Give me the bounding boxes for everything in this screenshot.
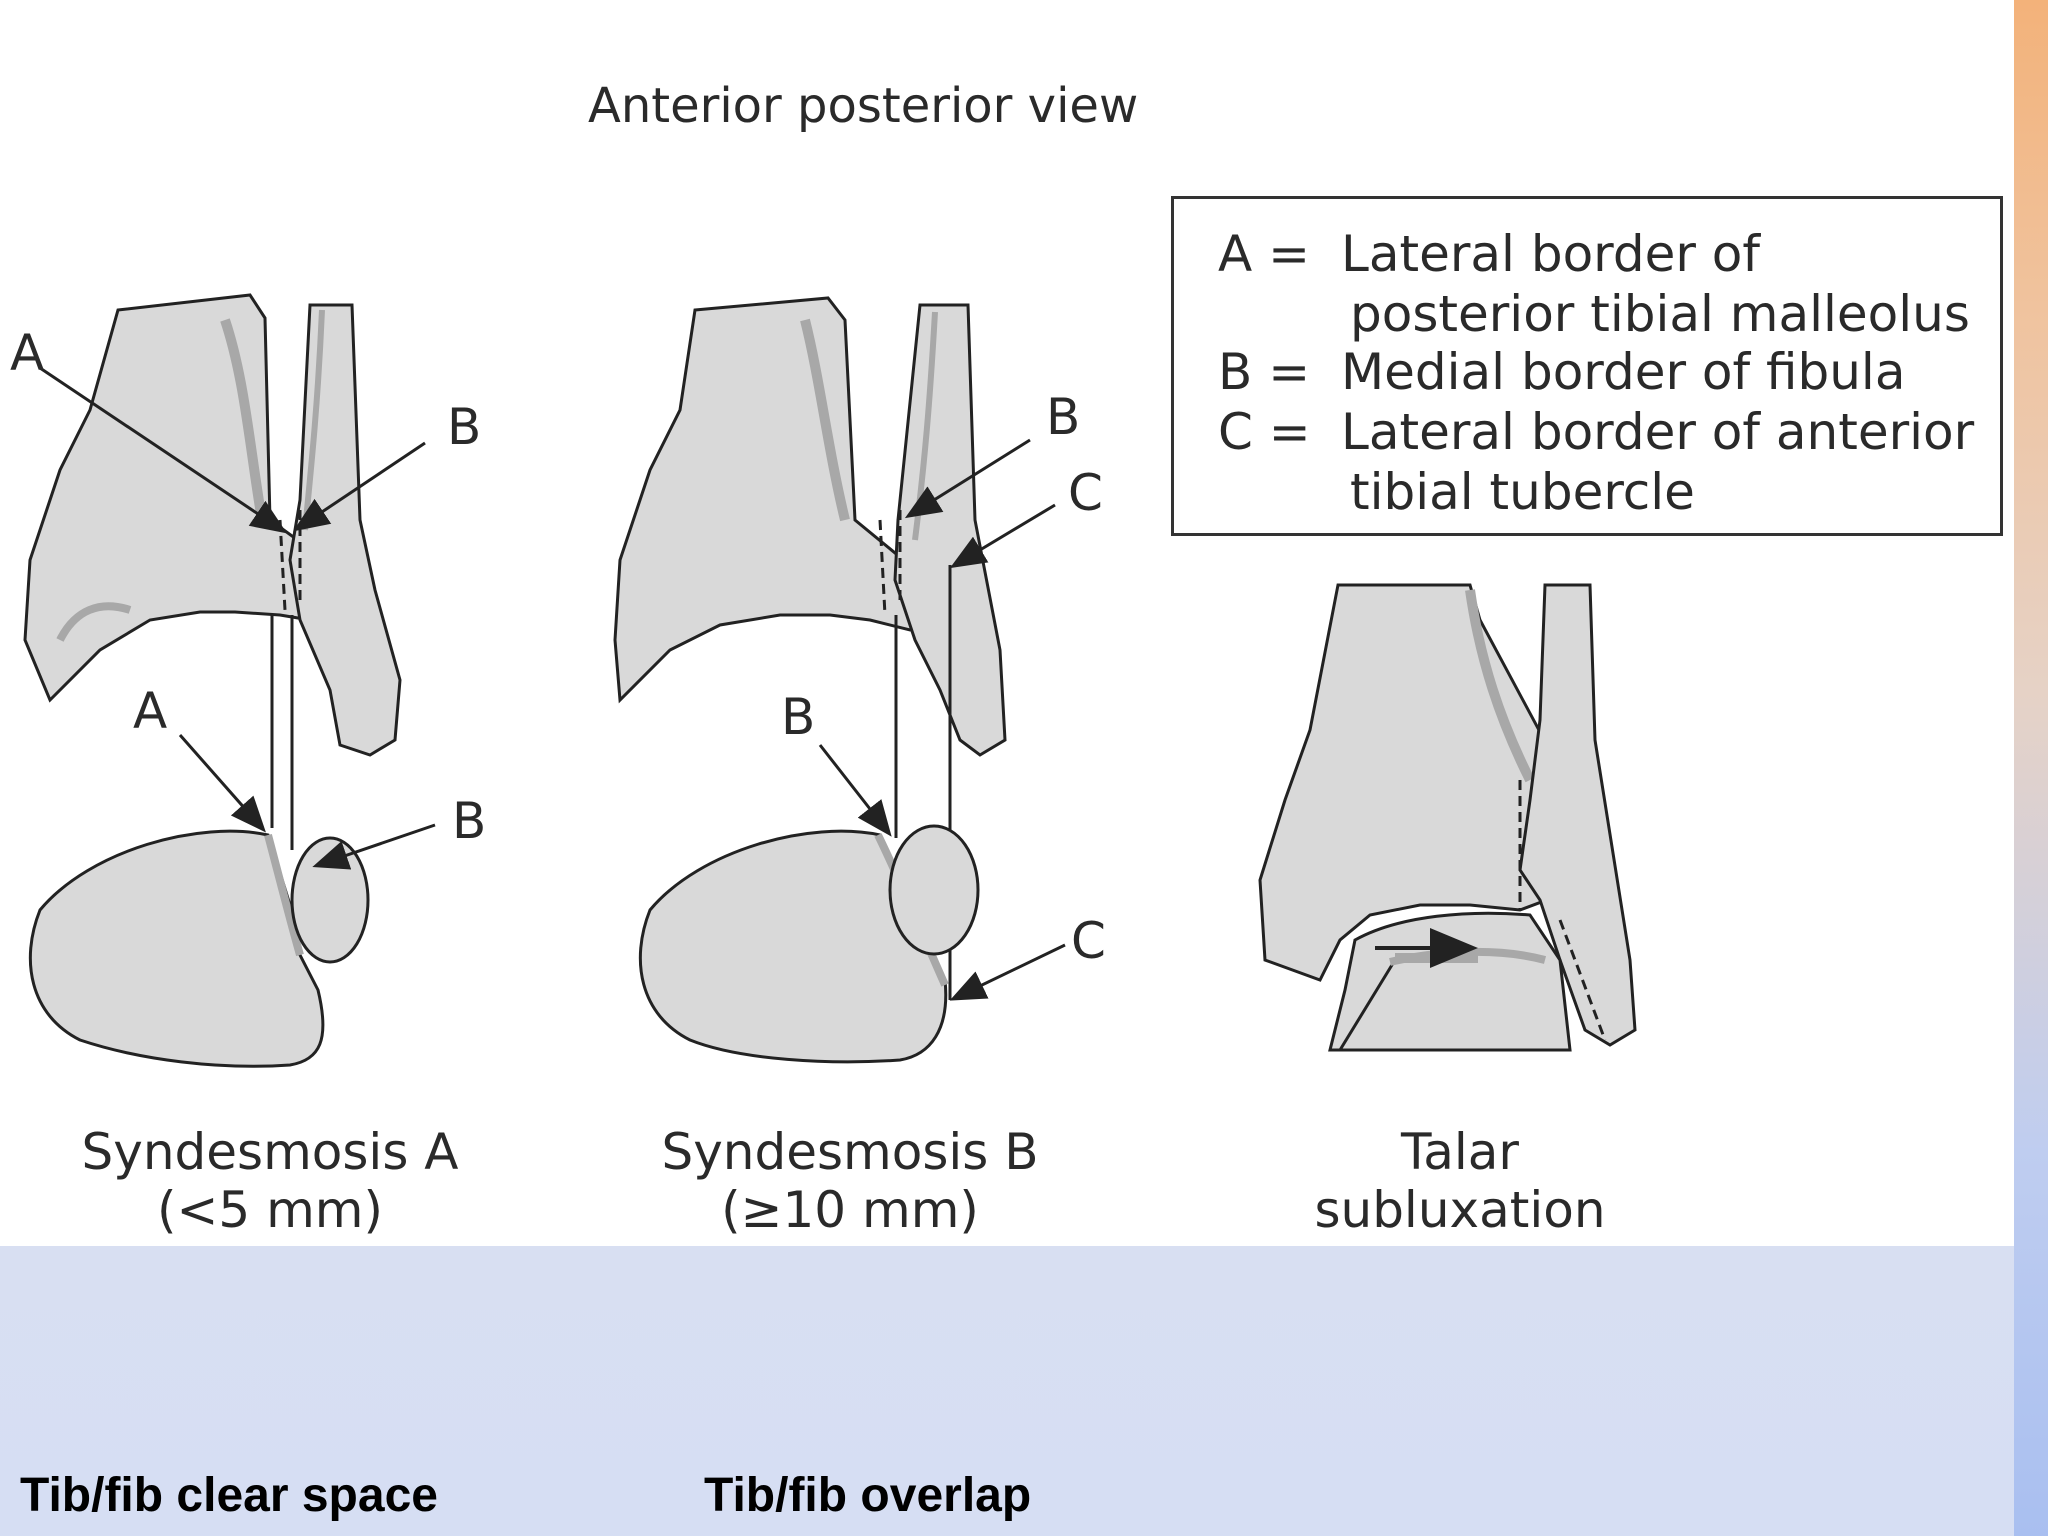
figure-title: Anterior posterior view	[588, 78, 1139, 134]
point-label: B	[447, 398, 482, 456]
panel-syndesmosis-a	[23, 293, 436, 1068]
fibula-cross-section	[290, 836, 370, 964]
caption-line: Syndesmosis A	[81, 1123, 459, 1181]
point-label: C	[1071, 912, 1106, 970]
legend-key-c: C =	[1218, 403, 1311, 461]
caption-line: (<5 mm)	[156, 1180, 384, 1239]
fibula-cross-section	[888, 824, 980, 956]
tibia-shape	[613, 296, 947, 704]
legend-text-a-cont: posterior tibial malleolus	[1350, 285, 1970, 343]
caption-syndesmosis-a: Syndesmosis A (<5 mm)	[60, 1123, 480, 1239]
caption-line: Syndesmosis B	[661, 1123, 1039, 1181]
tibia-shape	[23, 293, 332, 703]
point-label: B	[1046, 388, 1081, 446]
legend-key-a: A =	[1218, 225, 1310, 283]
point-label: A	[133, 682, 168, 740]
panel-talar-subluxation	[1258, 583, 1637, 1052]
legend-text-c-cont: tibial tubercle	[1350, 463, 1695, 521]
slide-accent-stripe	[2014, 0, 2048, 1536]
panel-syndesmosis-b	[613, 296, 1066, 1064]
talus-shape	[28, 829, 325, 1068]
label-tib-fib-clear-space: Tib/fib clear space	[20, 1469, 438, 1522]
diagram-artwork	[23, 293, 1637, 1068]
point-label: A	[10, 324, 45, 382]
fibula-shape	[1518, 583, 1637, 1047]
point-label: B	[781, 688, 816, 746]
fibula-shape	[893, 303, 1007, 757]
legend-text-c: Lateral border of anterior	[1341, 403, 1975, 461]
legend-text-b: Medial border of fibula	[1341, 343, 1906, 401]
talus-shape	[638, 829, 948, 1064]
ankle-xray-diagram: Anterior posterior view A = Lateral bord…	[10, 78, 2003, 1239]
point-label: C	[1068, 464, 1103, 522]
legend-box: A = Lateral border of posterior tibial m…	[1171, 196, 2003, 536]
caption-line: Talar	[1401, 1123, 1519, 1181]
caption-talar-subluxation: Talar subluxation	[1250, 1123, 1670, 1239]
tibia-shape	[1258, 583, 1587, 982]
talus-shape	[1328, 911, 1572, 1052]
caption-syndesmosis-b: Syndesmosis B (≥10 mm)	[640, 1123, 1060, 1239]
caption-line: (≥10 mm)	[721, 1180, 979, 1239]
legend-text-a: Lateral border of	[1341, 225, 1760, 283]
point-label: B	[452, 792, 487, 850]
legend-key-b: B =	[1218, 343, 1311, 401]
caption-line: subluxation	[1314, 1180, 1606, 1239]
label-tib-fib-overlap: Tib/fib overlap	[704, 1469, 1032, 1522]
